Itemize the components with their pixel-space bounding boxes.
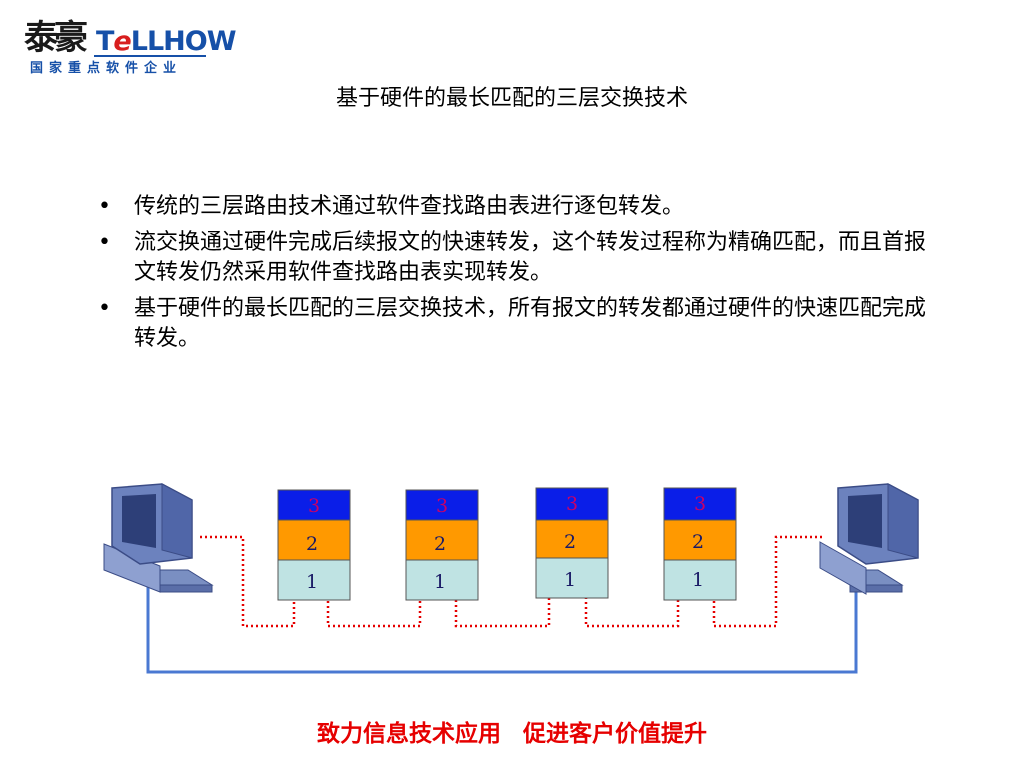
logo-brand: TeLLHOW [96,26,237,57]
layer-1-block [663,559,737,601]
layer-2-block [535,519,609,559]
layer-2-label: 2 [564,531,576,553]
layer-2-block [405,519,479,561]
layer-1-block [535,557,609,599]
physical-link [146,580,858,674]
layer-2-label: 2 [306,533,318,555]
logo-brand-t: T [96,26,114,57]
logo-divider [94,55,206,57]
footer-slogan: 致力信息技术应用 促进客户价值提升 [316,721,707,747]
logo-brand-e: e [113,26,131,57]
layer-1-label: 1 [692,569,704,591]
logo-chinese-mark: 泰豪 [24,18,88,58]
switch-stack: 3 2 1 [535,487,609,599]
switch-stack: 3 2 1 [405,489,479,601]
logo-subtitle: 国家重点软件企业 [30,61,183,76]
layer-3-block [405,489,479,521]
bullet-item-2: 流交换通过硬件完成后续报文的快速转发，这个转发过程称为精确匹配，而且首报文转发仍… [96,228,946,288]
logo-brand-rest: LLHOW [130,26,237,57]
layer-3-label: 3 [694,493,706,515]
layer-1-block [277,559,351,601]
bullet-item-1: 传统的三层路由技术通过软件查找路由表进行逐包转发。 [96,192,946,222]
layer-1-label: 1 [306,571,318,593]
layer-2-block [277,519,351,561]
bullet-item-3: 基于硬件的最长匹配的三层交换技术，所有报文的转发都通过硬件的快速匹配完成转发。 [96,294,946,354]
layer-3-label: 3 [308,495,320,517]
layer-2-block [663,519,737,561]
layer3-switching-diagram: 3 2 1 3 2 1 3 2 1 3 2 1 [103,483,919,674]
layer-3-label: 3 [436,495,448,517]
layer-1-block [405,559,479,601]
layer-3-label: 3 [566,493,578,515]
layer-1-label: 1 [434,571,446,593]
layer-3-block [535,487,609,521]
layer-2-label: 2 [434,533,446,555]
switch-stack: 3 2 1 [277,489,351,601]
company-logo: 泰豪 TeLLHOW 国家重点软件企业 [22,10,236,76]
bullet-list: 传统的三层路由技术通过软件查找路由表进行逐包转发。 流交换通过硬件完成后续报文的… [96,192,946,360]
slide-title: 基于硬件的最长匹配的三层交换技术 [335,86,688,111]
computer-icon [819,483,919,595]
layer-3-block [663,487,737,521]
layer-1-label: 1 [564,569,576,591]
layer-2-label: 2 [692,531,704,553]
computer-icon [103,483,214,593]
switch-stack: 3 2 1 [663,487,737,601]
